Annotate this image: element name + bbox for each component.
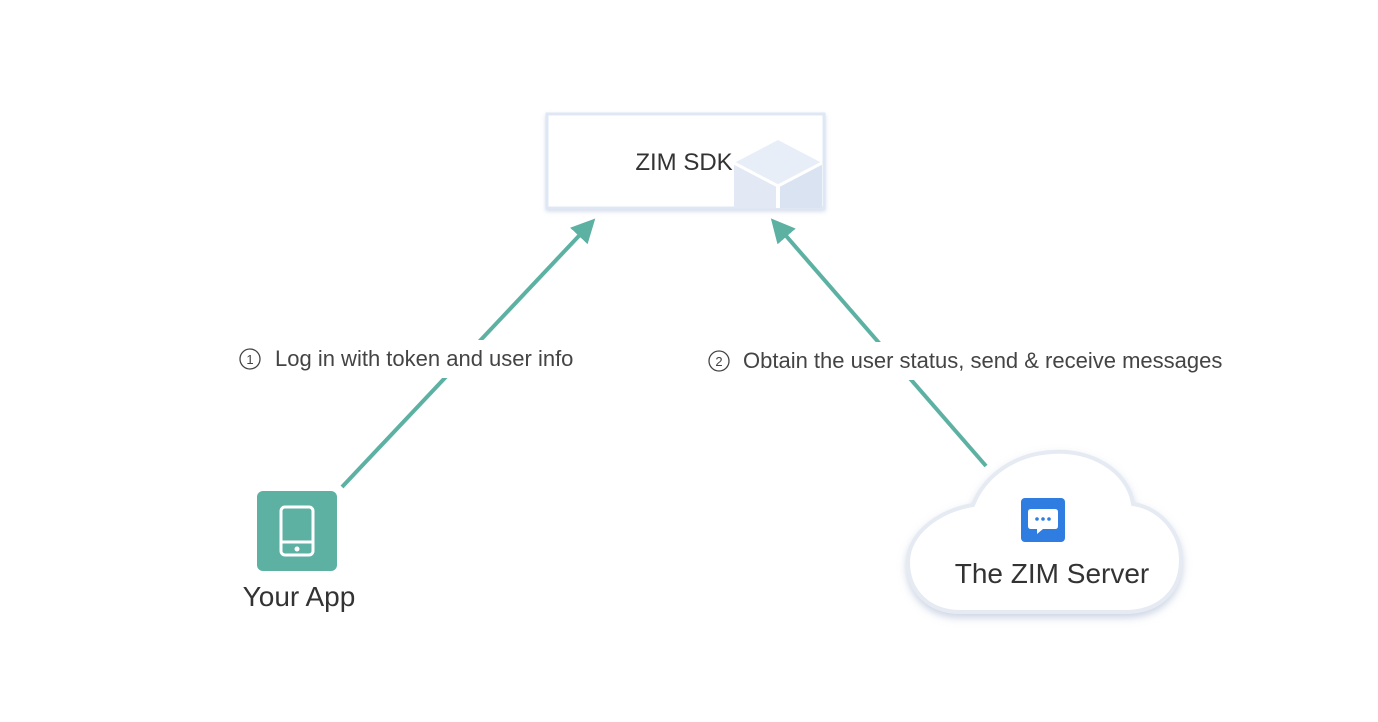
step-number-1: 1 bbox=[246, 352, 253, 367]
step-badge-2 bbox=[708, 350, 730, 372]
app-node-label: Your App bbox=[243, 581, 356, 612]
cube-icon bbox=[733, 140, 823, 208]
edge-label-messaging: 2 Obtain the user status, send & receive… bbox=[700, 342, 1260, 380]
step-number-2: 2 bbox=[715, 354, 722, 369]
edge-label-text-2: Obtain the user status, send & receive m… bbox=[743, 348, 1222, 373]
server-node: The ZIM Server bbox=[905, 449, 1184, 614]
phone-icon bbox=[257, 491, 337, 571]
server-node-label: The ZIM Server bbox=[955, 558, 1149, 589]
chat-bubble-icon bbox=[1021, 498, 1065, 542]
step-badge-1 bbox=[239, 348, 261, 370]
edge-label-login: 1 Log in with token and user info bbox=[232, 340, 632, 378]
sdk-node-label: ZIM SDK bbox=[635, 149, 732, 176]
sdk-node: ZIM SDK bbox=[545, 112, 826, 210]
edge-label-text-1: Log in with token and user info bbox=[275, 346, 573, 371]
app-node: Your App bbox=[243, 491, 356, 612]
